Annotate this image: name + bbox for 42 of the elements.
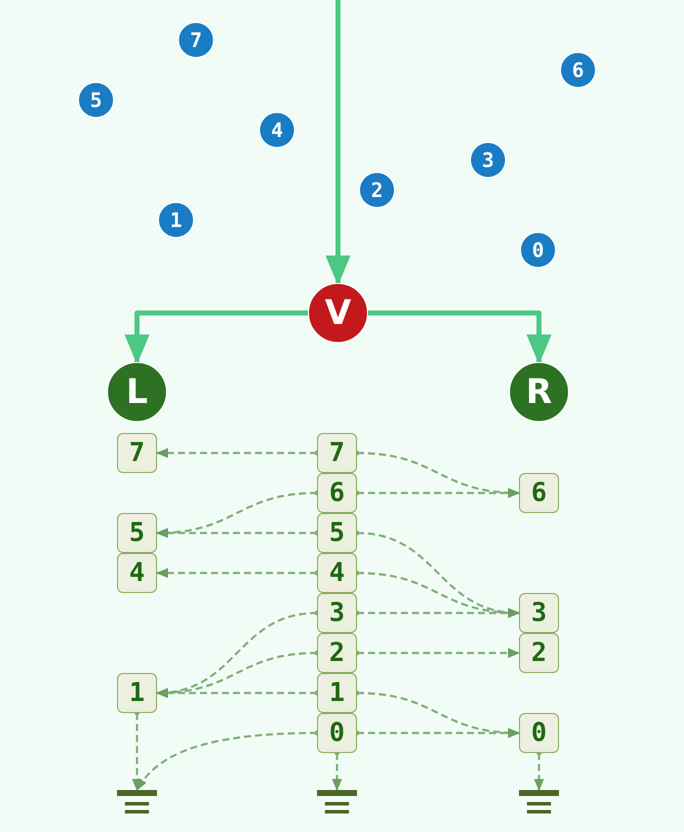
value-box: 6 (317, 473, 357, 513)
value-box: 0 (317, 713, 357, 753)
arrow (326, 0, 350, 286)
value-box: 6 (519, 473, 559, 513)
value-box: 1 (317, 673, 357, 713)
value-box: 7 (117, 433, 157, 473)
arrow (136, 730, 320, 791)
value-box: 4 (117, 553, 157, 593)
number-badge: 0 (520, 232, 556, 268)
value-box: 5 (317, 513, 357, 553)
arrow (132, 710, 142, 791)
value-box: 4 (317, 553, 357, 593)
arrow (368, 310, 552, 364)
arrow (124, 310, 308, 364)
node-circle: R (509, 362, 569, 422)
arrow (354, 608, 520, 618)
number-badge: 6 (560, 52, 596, 88)
number-badge: 5 (78, 82, 114, 118)
number-badge: 1 (158, 202, 194, 238)
arrow (156, 448, 320, 458)
number-badge: 4 (259, 112, 295, 148)
arrow (332, 750, 342, 791)
number-badge: 7 (178, 22, 214, 58)
number-badge: 2 (359, 172, 395, 208)
arrow (156, 528, 320, 538)
arrow (354, 648, 520, 658)
number-badge: 3 (470, 142, 506, 178)
value-box: 2 (317, 633, 357, 673)
value-box: 7 (317, 433, 357, 473)
arrow (534, 750, 544, 791)
arrow (354, 728, 520, 738)
value-box: 0 (519, 713, 559, 753)
arrow (156, 568, 320, 578)
node-circle: L (107, 362, 167, 422)
value-box: 5 (117, 513, 157, 553)
value-box: 3 (317, 593, 357, 633)
value-box: 1 (117, 673, 157, 713)
arrow (354, 488, 520, 498)
value-box: 3 (519, 593, 559, 633)
arrow (156, 688, 320, 698)
value-box: 2 (519, 633, 559, 673)
node-circle: V (308, 283, 368, 343)
